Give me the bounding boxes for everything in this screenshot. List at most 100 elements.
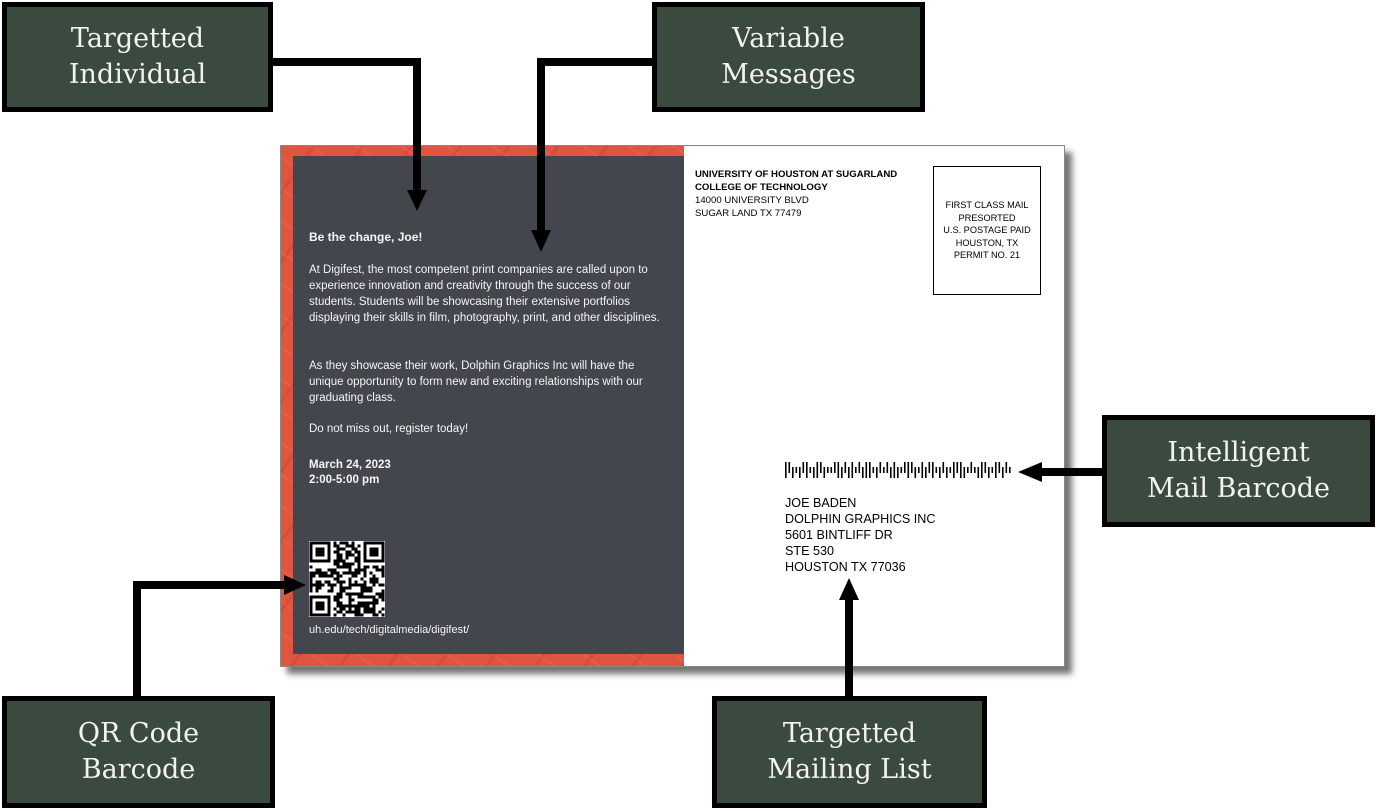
qr-module: [336, 610, 340, 614]
qr-module: [357, 604, 361, 608]
qr-module: [333, 607, 337, 611]
qr-module: [369, 607, 373, 611]
qr-module: [363, 610, 367, 614]
qr-module: [333, 550, 337, 554]
qr-module: [375, 559, 379, 563]
barcode-bar: [830, 467, 833, 473]
qr-module: [369, 580, 373, 584]
qr-module: [318, 541, 322, 545]
qr-module: [348, 595, 352, 599]
barcode-bar: [813, 467, 815, 478]
qr-module: [354, 610, 358, 614]
barcode-bar: [946, 467, 948, 478]
qr-module: [351, 592, 355, 596]
barcode-bar: [935, 467, 938, 473]
qr-module: [321, 595, 325, 599]
qr-module: [369, 595, 373, 599]
qr-module: [345, 586, 349, 590]
qr-module: [327, 559, 331, 563]
qr-module: [369, 550, 373, 554]
qr-module: [309, 547, 313, 551]
postcard-front: Be the change, Joe! At Digifest, the mos…: [281, 146, 684, 666]
callout-targetted-mailing-list: Targetted Mailing List: [712, 696, 987, 808]
barcode-bar: [949, 467, 952, 473]
barcode-bar: [792, 467, 794, 478]
qr-module: [309, 607, 313, 611]
qr-module: [345, 544, 349, 548]
qr-module: [309, 556, 313, 560]
qr-module: [318, 571, 322, 575]
qr-module: [318, 586, 322, 590]
qr-module: [336, 547, 340, 551]
qr-module: [336, 562, 340, 566]
qr-module: [339, 574, 343, 578]
postage-line: PRESORTED: [958, 212, 1016, 223]
qr-module: [375, 568, 379, 572]
recipient-line: JOE BADEN: [785, 496, 857, 510]
qr-module: [348, 610, 352, 614]
qr-module: [342, 580, 346, 584]
qr-module: [321, 607, 325, 611]
postage-line: FIRST CLASS MAIL: [945, 200, 1029, 210]
qr-module: [363, 571, 367, 575]
barcode-bar: [841, 467, 843, 478]
callout-line-2: Individual: [68, 59, 207, 90]
qr-module: [351, 583, 355, 587]
qr-module: [366, 604, 370, 608]
qr-module: [363, 547, 367, 551]
qr-module: [333, 583, 337, 587]
postage-line: PERMIT NO. 21: [953, 250, 1021, 260]
message-paragraph-2: As they showcase their work, Dolphin Gra…: [309, 360, 643, 404]
qr-module: [330, 568, 334, 572]
qr-module: [348, 562, 352, 566]
qr-module: [348, 586, 352, 590]
qr-module: [312, 571, 316, 575]
qr-module: [321, 553, 325, 557]
qr-module: [363, 550, 367, 554]
qr-module: [363, 583, 367, 587]
qr-module: [342, 562, 346, 566]
qr-module: [324, 541, 328, 545]
qr-module: [360, 583, 364, 587]
qr-module: [333, 577, 337, 581]
headline: Be the change, Joe!: [309, 230, 423, 244]
qr-module: [330, 583, 334, 587]
event-url: uh.edu/tech/digitalmedia/digifest/: [309, 624, 470, 636]
qr-module: [348, 571, 352, 575]
qr-module: [357, 613, 361, 617]
barcode-bar: [991, 467, 994, 473]
qr-module: [354, 607, 358, 611]
barcode-bar: [1009, 467, 1011, 473]
qr-module: [378, 595, 382, 599]
qr-module: [339, 547, 343, 551]
qr-module: [381, 598, 385, 602]
qr-module: [342, 559, 346, 563]
qr-module: [336, 553, 340, 557]
qr-module: [342, 565, 346, 569]
qr-code-graphic: [309, 541, 385, 617]
qr-module: [321, 559, 325, 563]
qr-module: [348, 544, 352, 548]
callout-line-2: Mailing List: [767, 754, 932, 785]
barcode-bar: [963, 467, 966, 478]
qr-module: [381, 574, 385, 578]
qr-module: [363, 574, 367, 578]
qr-module: [339, 556, 343, 560]
return-address: UNIVERSITY OF HOUSTON AT SUGARLAND COLLE…: [695, 168, 897, 220]
qr-module: [372, 574, 376, 578]
qr-module: [327, 610, 331, 614]
barcode-bar: [823, 467, 826, 478]
postage-indicia: FIRST CLASS MAIL PRESORTED U.S. POSTAGE …: [933, 166, 1041, 295]
qr-module: [333, 544, 337, 548]
qr-module: [330, 574, 334, 578]
qr-module: [333, 541, 337, 545]
qr-module: [372, 577, 376, 581]
qr-module: [360, 613, 364, 617]
barcode-bar: [942, 462, 945, 473]
qr-module: [339, 595, 343, 599]
barcode-bar: [988, 467, 990, 478]
qr-module: [318, 559, 322, 563]
qr-module: [336, 574, 340, 578]
qr-module: [354, 583, 358, 587]
qr-module: [375, 598, 379, 602]
